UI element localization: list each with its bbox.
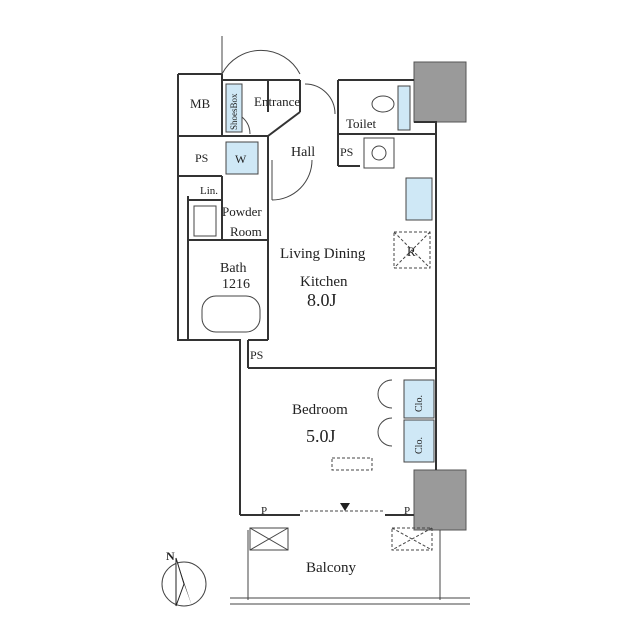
label-hall: Hall xyxy=(291,145,315,160)
label-ldk-1: Living Dining xyxy=(280,246,366,262)
label-p-right: P xyxy=(404,505,410,517)
label-toilet: Toilet xyxy=(346,116,377,131)
toilet-tank xyxy=(397,85,411,131)
compass-ring xyxy=(161,561,207,607)
room-labels: MB Entrance ShoesBox Toilet PS W Hall PS… xyxy=(190,93,425,576)
toilet-bowl xyxy=(371,95,395,113)
closet-upper xyxy=(403,379,435,419)
label-bedroom-size: 5.0J xyxy=(306,426,336,446)
compass-north-label: N xyxy=(166,549,175,563)
label-ldk-2: Kitchen xyxy=(300,274,348,290)
label-bath-2: 1216 xyxy=(222,277,250,292)
kitchen-sink xyxy=(405,177,433,221)
label-powder-1: Powder xyxy=(222,204,262,219)
label-shoes-box: ShoesBox xyxy=(229,93,239,130)
outer-walls xyxy=(177,73,441,600)
fridge-space xyxy=(393,231,431,269)
ac-unit xyxy=(331,457,373,471)
column-bottom-right xyxy=(413,469,467,531)
door-swings xyxy=(221,36,393,447)
bathtub xyxy=(201,295,261,333)
label-mb: MB xyxy=(190,96,211,111)
label-refrigerator: R xyxy=(407,244,416,259)
label-ps-lower: PS xyxy=(250,348,263,362)
label-bedroom: Bedroom xyxy=(292,402,348,418)
label-powder-2: Room xyxy=(230,224,262,239)
label-entrance: Entrance xyxy=(254,94,300,109)
window-marker xyxy=(340,503,350,511)
shoes-box xyxy=(225,83,243,133)
interior-walls xyxy=(178,74,436,369)
label-balcony: Balcony xyxy=(306,560,356,576)
label-ps-kitchen: PS xyxy=(340,145,353,159)
label-washer: W xyxy=(235,152,247,166)
label-bath-1: Bath xyxy=(220,261,246,276)
label-linen: Lin. xyxy=(200,185,218,197)
washer-pan xyxy=(225,141,259,175)
balcony-unit xyxy=(249,527,289,551)
label-ldk-size: 8.0J xyxy=(307,290,337,310)
balcony-outdoor-unit xyxy=(391,527,433,551)
powder-sink xyxy=(193,205,217,237)
label-closet-2: Clo. xyxy=(414,437,425,454)
label-closet-1: Clo. xyxy=(414,395,425,412)
stove xyxy=(363,137,395,169)
compass: N xyxy=(161,549,207,607)
fixtures xyxy=(193,83,470,605)
column-top-right xyxy=(413,61,467,123)
closet-lower xyxy=(403,419,435,463)
label-ps-left: PS xyxy=(195,151,208,165)
label-p-left: P xyxy=(261,505,267,517)
